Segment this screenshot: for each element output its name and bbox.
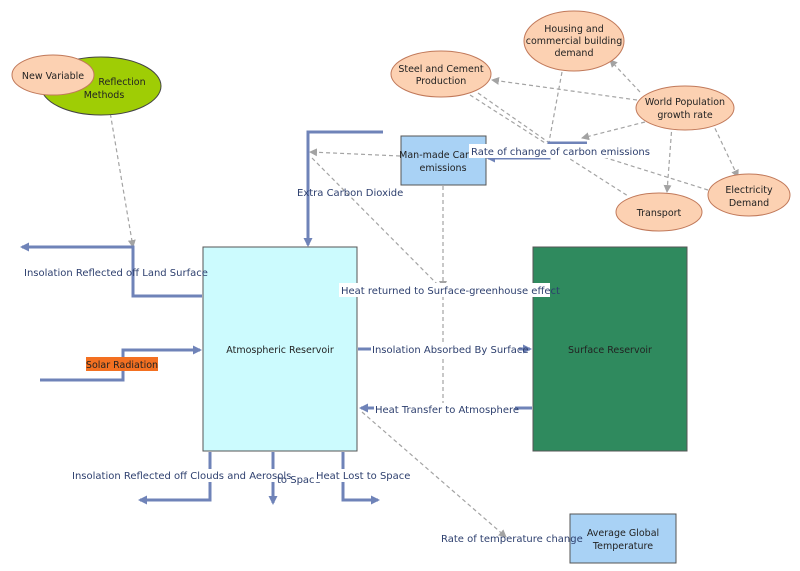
man-made-line-2: emissions xyxy=(419,163,466,174)
link-population-to-housing[interactable] xyxy=(609,59,641,93)
flow-label-rate-carbon[interactable]: Rate of change of carbon emissions xyxy=(471,147,650,158)
flow-label-heat-transfer[interactable]: Heat Transfer to Atmosphere xyxy=(375,405,519,416)
link-population-to-steel[interactable] xyxy=(491,76,638,101)
stock-atmospheric-label: Atmospheric Reservoir xyxy=(226,345,334,356)
flow-label-insolation-absorbed[interactable]: Insolation Absorbed By Surface xyxy=(372,345,529,356)
variable-world-population[interactable]: World Population growth rate xyxy=(635,85,735,131)
link-reflection-to-land[interactable] xyxy=(107,99,136,248)
steel-line-2: Production xyxy=(416,76,467,87)
housing-line-1: Housing and xyxy=(544,24,604,35)
flow-label-clouds[interactable]: Insolation Reflected off Clouds and Aero… xyxy=(72,471,291,482)
link-population-to-rate-carbon[interactable] xyxy=(581,121,646,141)
variable-solar-radiation[interactable]: Solar Radiation xyxy=(86,357,158,371)
link-atmo-to-rate-temp[interactable] xyxy=(361,411,507,538)
stock-atmospheric-reservoir[interactable]: Atmospheric Reservoir xyxy=(202,246,358,452)
link-electricity-to-rate-carbon[interactable] xyxy=(564,144,709,191)
variable-new-variable[interactable]: New Variable xyxy=(11,54,95,96)
reflection-line-2: Methods xyxy=(84,90,125,101)
new-variable-label: New Variable xyxy=(22,71,84,82)
electricity-line-1: Electricity xyxy=(725,185,773,196)
variable-steel-cement[interactable]: Steel and Cement Production xyxy=(390,50,492,98)
population-line-2: growth rate xyxy=(657,110,713,121)
link-emissions-to-extra-co2[interactable] xyxy=(309,148,401,157)
flow-label-insolation-land[interactable]: Insolation Reflected off Land Surface xyxy=(24,268,208,279)
housing-line-3: demand xyxy=(554,48,593,59)
variable-housing-demand[interactable]: Housing and commercial building demand xyxy=(523,10,625,72)
variable-electricity-demand[interactable]: Electricity Demand xyxy=(707,173,791,217)
flow-label-heat-returned[interactable]: Heat returned to Surface-greenhouse effe… xyxy=(341,286,560,297)
electricity-line-2: Demand xyxy=(729,198,769,209)
link-steel-to-rate-carbon[interactable] xyxy=(477,92,549,143)
flow-pipe-land-reflection[interactable] xyxy=(20,242,202,298)
steel-line-1: Steel and Cement xyxy=(398,64,484,75)
variable-transport[interactable]: Transport xyxy=(615,192,703,232)
link-housing-to-rate-carbon[interactable] xyxy=(548,71,563,143)
flow-pipe-heat-lost[interactable] xyxy=(341,452,380,505)
flow-pipe-extra-co2[interactable] xyxy=(303,130,383,247)
avg-temp-line-2: Temperature xyxy=(592,541,653,552)
variable-average-global-temperature[interactable]: Average Global Temperature xyxy=(569,513,677,564)
solar-label: Solar Radiation xyxy=(86,360,158,371)
reflection-line-1: Reflection xyxy=(98,77,145,88)
flow-label-heat-lost[interactable]: Heat Lost to Space xyxy=(316,471,410,482)
avg-temp-line-1: Average Global xyxy=(587,528,659,539)
flow-pipe-clouds[interactable] xyxy=(138,452,212,505)
flow-label-extra-co2[interactable]: Extra Carbon Dioxide xyxy=(297,188,403,199)
transport-label: Transport xyxy=(636,208,682,219)
housing-line-2: commercial building xyxy=(526,36,622,47)
man-made-line-1: Man-made Carbon xyxy=(399,150,487,161)
stock-surface-label: Surface Reservoir xyxy=(568,345,652,356)
link-population-to-electricity[interactable] xyxy=(711,121,739,178)
flow-label-to-space[interactable]: to Space xyxy=(277,475,321,486)
variable-man-made-emissions[interactable]: Man-made Carbon emissions xyxy=(399,135,487,186)
link-population-to-transport[interactable] xyxy=(663,124,673,193)
population-line-1: World Population xyxy=(645,97,725,108)
stock-surface-reservoir[interactable]: Surface Reservoir xyxy=(532,246,688,452)
flow-label-rate-temp[interactable]: Rate of temperature change xyxy=(441,534,583,545)
link-extra-co2-to-heat-returned[interactable] xyxy=(311,157,444,291)
flow-labels: Insolation Reflected off Land Surface Ex… xyxy=(24,144,650,545)
